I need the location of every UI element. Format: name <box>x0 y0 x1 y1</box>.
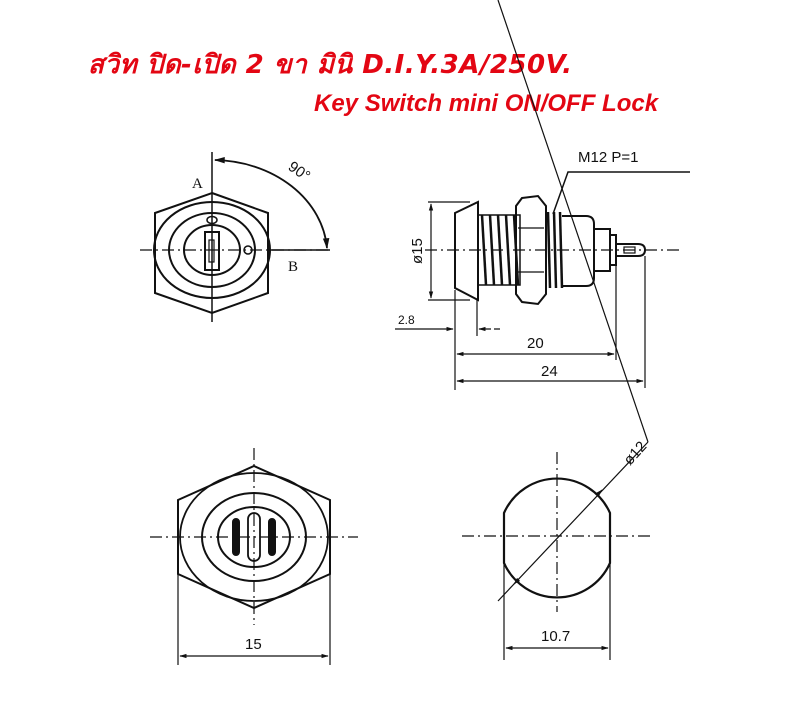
side-view <box>395 171 690 390</box>
title-english: Key Switch mini ON/OFF Lock <box>314 90 659 117</box>
angle-label: 90° <box>285 158 313 185</box>
dim-24-label: 24 <box>541 363 558 380</box>
bottom-left-view <box>150 448 358 665</box>
thread-spec-label: M12 P=1 <box>578 149 638 166</box>
title-thai: สวิท ปิด-เปิด 2 ขา มินิ D.I.Y.3A/250V. <box>88 50 573 80</box>
dim-15-label: 15 <box>245 636 262 653</box>
label-a: A <box>192 176 203 192</box>
front-view <box>140 152 330 322</box>
diameter-15-label: ø15 <box>409 238 426 264</box>
label-b: B <box>288 259 298 275</box>
dim-20-label: 20 <box>527 335 544 352</box>
diameter-12-label: ø12 <box>620 438 650 469</box>
bottom-right-view <box>462 0 650 660</box>
dim-2-8-label: 2.8 <box>398 313 415 327</box>
dim-10-7-label: 10.7 <box>541 628 570 645</box>
